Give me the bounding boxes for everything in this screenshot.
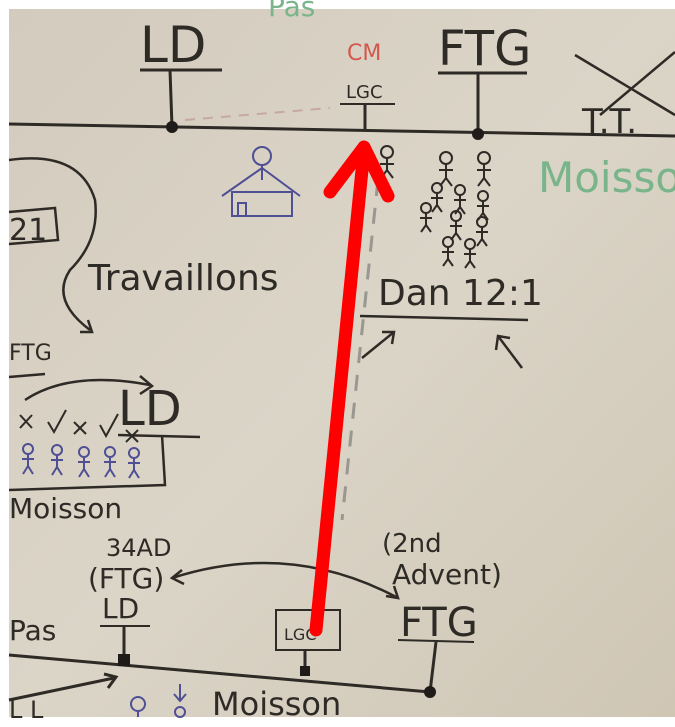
label-ld-mid: LD xyxy=(118,381,182,437)
faint-dashed-line xyxy=(184,107,331,121)
checked-figures xyxy=(22,443,140,479)
label-ld-top: LD xyxy=(140,16,206,74)
label-pas-bottom: Pas xyxy=(9,614,56,647)
crossed-tt xyxy=(574,51,675,117)
label-ftg-left: FTG xyxy=(9,341,52,366)
label-ftg-bottom: FTG xyxy=(400,600,478,646)
label-ftg-top: FTG xyxy=(438,21,531,77)
label-moisson-bottom: Moisson xyxy=(212,685,341,723)
bottom-timeline xyxy=(8,609,475,702)
label-ftg-paren: (FTG) xyxy=(88,562,164,595)
label-moisson-right: Moisso xyxy=(538,153,675,202)
bottom-dot-ftg xyxy=(424,686,436,698)
bottom-dot-lgc xyxy=(300,666,310,676)
advent-arrow xyxy=(169,561,400,600)
top-timeline xyxy=(8,68,675,138)
grey-dashed-line xyxy=(340,179,380,521)
timeline-dot-ftg xyxy=(472,128,484,140)
dan-underline-and-arrows xyxy=(359,314,529,369)
label-moisson-left: Moisson xyxy=(9,492,122,525)
label-dan: Dan 12:1 xyxy=(378,273,543,314)
timeline-dot-ld xyxy=(166,121,178,133)
label-travaillons: Travaillons xyxy=(87,258,279,299)
label-tt: T.T. xyxy=(581,102,637,142)
stick-figures-group xyxy=(380,145,491,269)
bottom-left-scribble: L L xyxy=(9,696,44,724)
check-and-cross-marks xyxy=(19,409,139,443)
bottom-dot-ld xyxy=(118,654,130,666)
label-lgc-box: LGC xyxy=(284,625,316,644)
label-2nd: (2nd xyxy=(382,529,442,559)
label-ld-bottom: LD xyxy=(102,592,139,625)
label-34ad: 34AD xyxy=(106,534,171,562)
house-icon xyxy=(221,146,301,217)
label-pas-top: Pas xyxy=(268,0,315,23)
label-advent: Advent) xyxy=(392,558,502,591)
label-num: 21 xyxy=(9,213,47,248)
red-arrow xyxy=(309,140,395,637)
bottom-figures xyxy=(130,684,187,718)
label-cm: CM xyxy=(347,41,381,66)
label-lgc-top: LGC xyxy=(346,82,383,103)
